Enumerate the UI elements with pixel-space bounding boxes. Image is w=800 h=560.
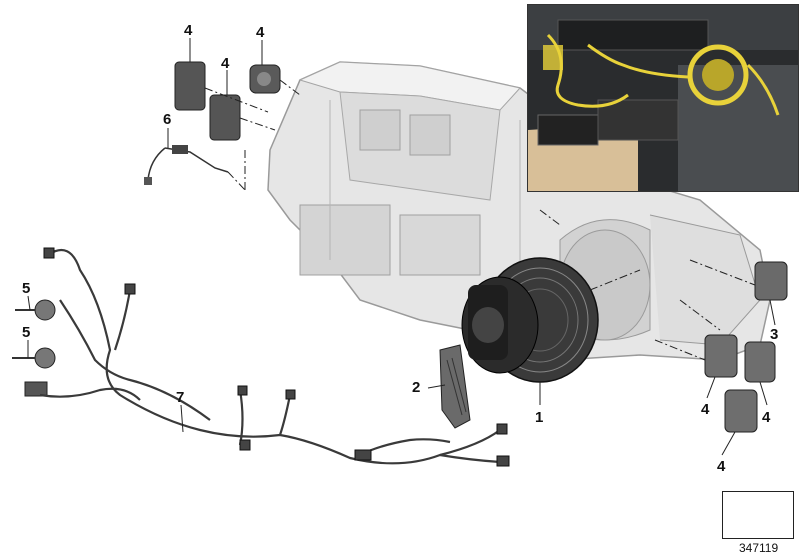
callout-4: 4: [184, 22, 193, 39]
orientation-box: [722, 491, 794, 539]
wiring-harness: [39, 248, 501, 465]
actuator-motors-right: [704, 261, 788, 433]
callout-2: 2: [412, 379, 421, 396]
callout-leaders: [27, 38, 776, 456]
callout-4: 4: [717, 458, 726, 475]
callout-4: 4: [762, 409, 771, 426]
assembly-lines: [204, 79, 756, 361]
callout-6: 6: [163, 111, 172, 128]
callout-1: 1: [535, 409, 544, 426]
diagram-reference-number: 347119: [739, 541, 779, 555]
temperature-sensor-cable: [144, 145, 229, 185]
harness-connectors: [43, 247, 510, 467]
callout-5: 5: [22, 280, 31, 297]
sensors: [12, 299, 56, 397]
callout-4: 4: [701, 401, 710, 418]
callout-4: 4: [221, 55, 230, 72]
installation-location-inset: [527, 4, 799, 192]
inset-photo: [528, 5, 798, 191]
blower-output-stage: [439, 344, 471, 429]
actuator-motors-top: [174, 61, 281, 141]
callout-4: 4: [256, 24, 265, 41]
callout-5: 5: [22, 324, 31, 341]
callout-3: 3: [770, 326, 779, 343]
blower-motor: [461, 257, 599, 383]
hvac-housing: [267, 61, 771, 361]
callout-7: 7: [176, 389, 185, 406]
